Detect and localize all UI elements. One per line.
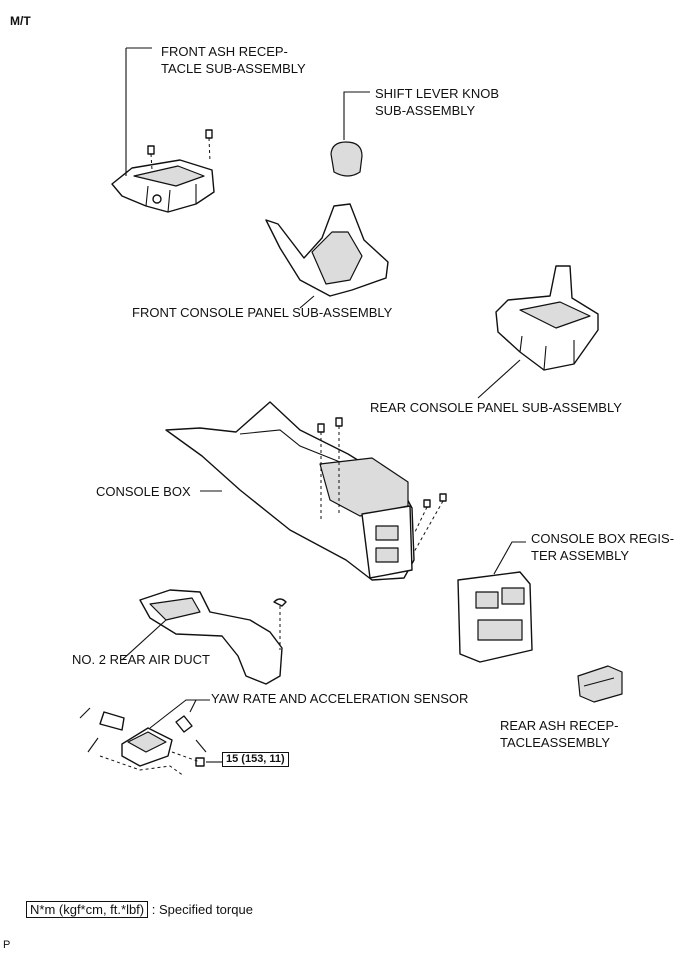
console-box-label: CONSOLE BOX xyxy=(96,484,191,499)
rear-ash-receptacle-part xyxy=(577,665,623,703)
shift-lever-knob-part xyxy=(330,91,370,177)
console-box-register-part xyxy=(457,541,533,663)
torque-legend-unit: N*m (kgf*cm, ft.*lbf) xyxy=(26,901,149,918)
yaw-rate-sensor-part xyxy=(79,699,222,777)
rear-console-panel-part xyxy=(477,265,599,399)
console-box-register-label: CONSOLE BOX REGIS- TER ASSEMBLY xyxy=(531,531,675,563)
rear-air-duct-part xyxy=(121,589,287,685)
front-console-panel-label: FRONT CONSOLE PANEL SUB-ASSEMBLY xyxy=(132,305,393,320)
shift-lever-knob-label: SHIFT LEVER KNOB SUB-ASSEMBLY xyxy=(375,86,500,118)
footer-code: P xyxy=(3,939,11,951)
console-box-part xyxy=(165,401,447,581)
torque-spec-box: 15 (153, 11) xyxy=(222,752,289,767)
transmission-variant-label: M/T xyxy=(10,14,31,28)
front-ash-receptacle-label: FRONT ASH RECEP- TACLE SUB-ASSEMBLY xyxy=(161,44,306,76)
torque-legend-description: : Specified torque xyxy=(151,902,253,917)
rear-air-duct-label: NO. 2 REAR AIR DUCT xyxy=(72,652,210,667)
front-ash-receptacle-part xyxy=(111,47,215,213)
front-console-panel-part xyxy=(265,203,389,309)
yaw-rate-sensor-label: YAW RATE AND ACCELERATION SENSOR xyxy=(211,691,469,706)
rear-console-panel-label: REAR CONSOLE PANEL SUB-ASSEMBLY xyxy=(370,400,622,415)
rear-ash-receptacle-label: REAR ASH RECEP- TACLEASSEMBLY xyxy=(500,718,619,750)
torque-legend: N*m (kgf*cm, ft.*lbf) : Specified torque xyxy=(26,901,253,918)
